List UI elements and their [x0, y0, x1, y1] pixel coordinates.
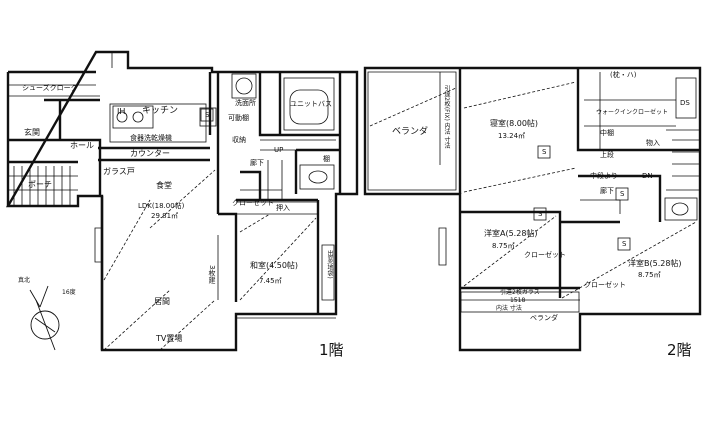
storage-label-1f: 収納	[232, 136, 246, 144]
japanese-side-label: 出窓(地袋)	[326, 250, 333, 279]
entrance-label: 玄関	[24, 128, 40, 137]
floor2-details	[367, 71, 701, 313]
three-sliding-label: 3枚建	[208, 265, 216, 284]
landing-label: 中段より	[590, 172, 618, 180]
japanese-room-label: 和室(4.50帖)	[250, 261, 299, 270]
bottom-note-2: 1518	[510, 297, 526, 304]
master-area-label: 13.24㎡	[498, 132, 526, 140]
hall-label: ホール	[70, 141, 94, 150]
glass-door-label: ガラス戸	[103, 167, 135, 176]
veranda-note-label: 引違2枚(FIX) 内法 寸法	[443, 85, 450, 149]
compass-deg-label: 16度	[62, 289, 76, 296]
ih-label: IH	[117, 107, 126, 116]
porch-label: ポーチ	[28, 180, 52, 189]
living-label: 居間	[154, 297, 170, 306]
japanese-area-label: 7.45㎡	[259, 277, 282, 285]
closet-label-2f-a: クローゼット	[524, 251, 566, 259]
kitchen-label: キッチン	[142, 106, 179, 116]
washroom-label: 洗面所	[235, 99, 256, 107]
range-hood-label: 食器洗乾燥機	[130, 134, 172, 142]
bottom-note-3: 内法 寸法	[496, 305, 522, 312]
bottom-veranda-label: ベランダ	[530, 314, 558, 322]
western-b-label: 洋室B(5.28帖)	[628, 259, 682, 268]
storage-label-2f: 物入	[646, 139, 660, 147]
closet-label-1f: クローゼット	[232, 199, 274, 207]
western-b-area-label: 8.75㎡	[638, 271, 661, 279]
western-a-area-label: 8.75㎡	[492, 242, 515, 250]
tv-label: TV置場	[156, 334, 183, 343]
s-symbol: S	[542, 148, 547, 156]
washer-label: 可動棚	[228, 114, 249, 122]
compass	[29, 285, 60, 351]
s-symbols	[200, 108, 631, 251]
western-a-label: 洋室A(5.28帖)	[484, 229, 538, 238]
corridor-label-2f: 廊下	[600, 187, 614, 195]
oshiire-label: 押入	[276, 204, 290, 212]
ds-label: DS	[680, 99, 690, 107]
s-symbol: S	[622, 240, 627, 248]
compass-north-label: 真北	[18, 277, 31, 284]
ldk-area-label: 29.81㎡	[151, 212, 179, 220]
walkin-closet-label: ウォークインクローゼット	[596, 109, 669, 116]
shoes-closet-label: シューズクローク	[22, 84, 78, 92]
floor1-details	[8, 51, 336, 351]
counter-label: カウンター	[130, 149, 170, 158]
bottom-note-1: 引違2枚ガラス	[500, 289, 540, 296]
corridor-label-1f: 廊下	[250, 159, 264, 167]
ldk-label: LDK(18.00帖)	[138, 202, 185, 210]
floor2-label: 2階	[667, 341, 692, 359]
s-symbol: S	[205, 111, 210, 119]
floor1-walls	[5, 50, 359, 352]
closet-label-2f-b: クローゼット	[584, 281, 626, 289]
master-bedroom-label: 寝室(8.00帖)	[490, 119, 539, 128]
fb-label: (枕・ハ)	[610, 71, 637, 79]
s-symbol: S	[620, 190, 625, 198]
shelf-mid-label: 中棚	[600, 129, 614, 137]
veranda-label: ベランダ	[392, 127, 429, 137]
unit-bath-label: ユニットバス	[290, 100, 332, 108]
floor1-label: 1階	[319, 341, 344, 359]
s-symbol: S	[538, 210, 543, 218]
up-label: UP	[274, 146, 284, 154]
dn-label: DN	[642, 172, 653, 180]
shelf-top-label: 上段	[600, 151, 614, 159]
dining-label: 食堂	[156, 181, 172, 190]
shelf-label-1f: 棚	[323, 155, 330, 163]
